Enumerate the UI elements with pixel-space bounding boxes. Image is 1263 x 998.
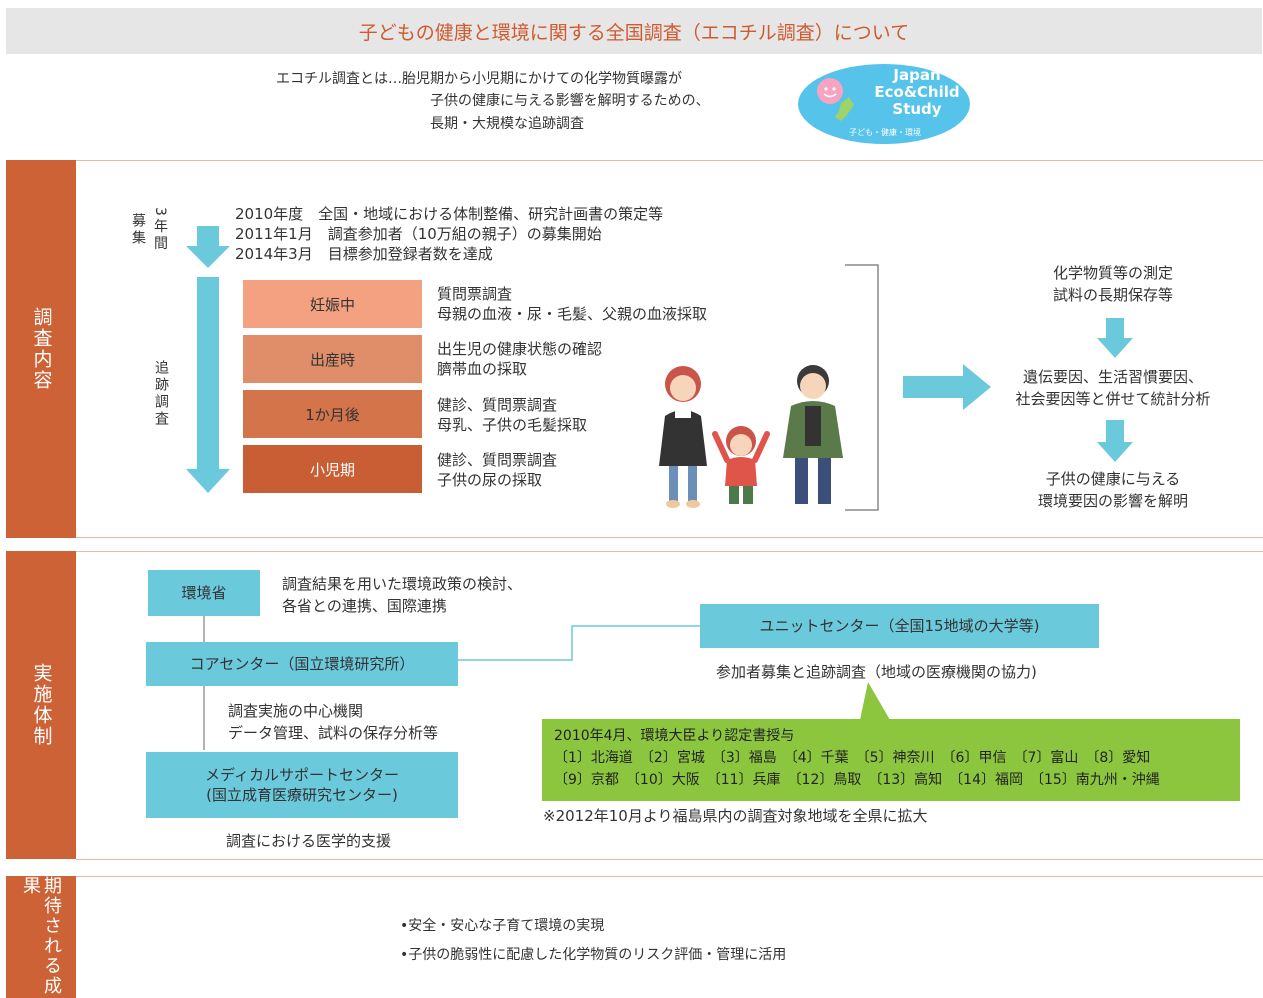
stage-desc: 子供の尿の採取: [437, 471, 543, 489]
section-divider: [76, 160, 1263, 161]
title-bar: 子どもの健康と環境に関する全国調査（エコチル調査）について: [6, 8, 1262, 54]
stage-desc: 母親の血液・尿・毛髪、父親の血液採取: [437, 305, 708, 323]
stage-pregnancy: 妊娠中: [243, 280, 422, 328]
logo-line1: Japan: [893, 66, 941, 84]
stage-desc: 健診、質問票調査: [437, 451, 558, 469]
logo-tagline: 子ども・健康・環境: [849, 128, 921, 137]
section-divider: [76, 859, 1263, 860]
outcome-item: •子供の脆弱性に配慮した化学物質のリスク評価・管理に活用: [400, 947, 787, 963]
core-desc-line2: データ管理、試料の保存分析等: [228, 724, 439, 742]
logo-line3: Study: [892, 100, 942, 118]
section-label-survey: 調査内容: [6, 160, 76, 538]
moe-desc-line1: 調査結果を用いた環境政策の検討、: [282, 575, 523, 593]
unit-center-box: ユニットセンター（全国15地域の大学等): [700, 604, 1099, 648]
unit-desc: 参加者募集と追跡調査（地域の医療機関の協力): [716, 663, 1037, 681]
stage-desc: 出生児の健康状態の確認: [437, 340, 603, 358]
core-desc-line1: 調査実施の中心機関: [228, 702, 364, 720]
section-divider: [76, 876, 1263, 877]
page-title: 子どもの健康と環境に関する全国調査（エコチル調査）について: [358, 21, 910, 44]
followup-arrow-icon: [186, 277, 230, 493]
analysis-step1-line2: 試料の長期保存等: [1052, 286, 1173, 304]
intro-line3: 長期・大規模な追跡調査: [430, 116, 584, 132]
stage-desc: 質問票調査: [437, 285, 513, 303]
unit-list-box: 2010年4月、環境大臣より認定書授与 〔1〕北海道 〔2〕宮城 〔3〕福島 〔…: [542, 719, 1240, 801]
logo-line2: Eco&Child: [874, 83, 960, 101]
analysis-step2-line2: 社会要因等と併せて統計分析: [1015, 390, 1211, 408]
recruit-item-2: 2011年1月 調査参加者（10万組の親子）の募集開始: [235, 225, 602, 243]
eco-child-logo: Japan Eco&Child Study 子ども・健康・環境: [797, 63, 971, 145]
medical-center-line2: (国立成育医療研究センター): [206, 786, 398, 804]
core-center-box: コアセンター（国立環境研究所）: [146, 642, 458, 686]
analysis-step3-line1: 子供の健康に与える: [1045, 470, 1181, 488]
recruit-period-label: 3年間: [152, 207, 168, 253]
stage-desc: 臍帯血の採取: [437, 360, 528, 378]
stage-desc: 健診、質問票調査: [437, 396, 558, 414]
outcome-item: •安全・安心な子育て環境の実現: [400, 918, 605, 934]
unit-list-row2: 〔9〕京都 〔10〕大阪 〔11〕兵庫 〔12〕鳥取 〔13〕高知 〔14〕福岡…: [554, 772, 1160, 788]
green-callout-pointer: [860, 682, 890, 720]
recruit-label: 募集: [130, 213, 146, 247]
recruit-item-3: 2014年3月 目標参加登録者数を達成: [235, 245, 493, 263]
analysis-down-arrow-icon: [1097, 318, 1133, 358]
intro-line1: エコチル調査とは…胎児期から小児期にかけての化学物質曝露が: [276, 71, 682, 87]
unit-note: ※2012年10月より福島県内の調査対象地域を全県に拡大: [543, 807, 928, 825]
analysis-step1-line1: 化学物質等の測定: [1052, 264, 1173, 282]
family-illustration: [659, 365, 843, 508]
analysis-step2-line1: 遺伝要因、生活習慣要因、: [1022, 368, 1203, 386]
section-divider: [76, 551, 1263, 552]
moe-box: 環境省: [148, 570, 260, 616]
stage-birth: 出産時: [243, 335, 422, 383]
section-divider: [76, 537, 1263, 538]
stage-one-month: 1か月後: [243, 390, 422, 438]
recruit-item-1: 2010年度 全国・地域における体制整備、研究計画書の策定等: [235, 205, 664, 223]
bracket: [845, 264, 879, 511]
org-connectors: [203, 616, 700, 750]
analysis-arrow-icon: [903, 364, 991, 410]
recruit-arrow-icon: [186, 226, 230, 268]
stage-childhood: 小児期: [243, 445, 422, 493]
unit-list-row1: 〔1〕北海道 〔2〕宮城 〔3〕福島 〔4〕千葉 〔5〕神奈川 〔6〕甲信 〔7…: [554, 750, 1151, 766]
intro-line2: 子供の健康に与える影響を解明するための、: [430, 93, 710, 109]
analysis-down-arrow-icon: [1097, 420, 1133, 462]
medical-desc: 調査における医学的支援: [226, 832, 392, 850]
medical-center-line1: メディカルサポートセンター: [205, 766, 399, 784]
moe-desc-line2: 各省との連携、国際連携: [282, 597, 447, 615]
unit-list-title: 2010年4月、環境大臣より認定書授与: [554, 728, 795, 744]
stage-desc: 母乳、子供の毛髪採取: [437, 416, 588, 434]
medical-center-box: メディカルサポートセンター (国立成育医療研究センター): [146, 752, 458, 818]
section-label-implementation: 実施体制: [6, 551, 76, 859]
followup-label: 追跡調査: [153, 360, 169, 428]
analysis-step3-line2: 環境要因の影響を解明: [1037, 492, 1188, 510]
section-label-expected: 期待される成果: [6, 876, 76, 998]
